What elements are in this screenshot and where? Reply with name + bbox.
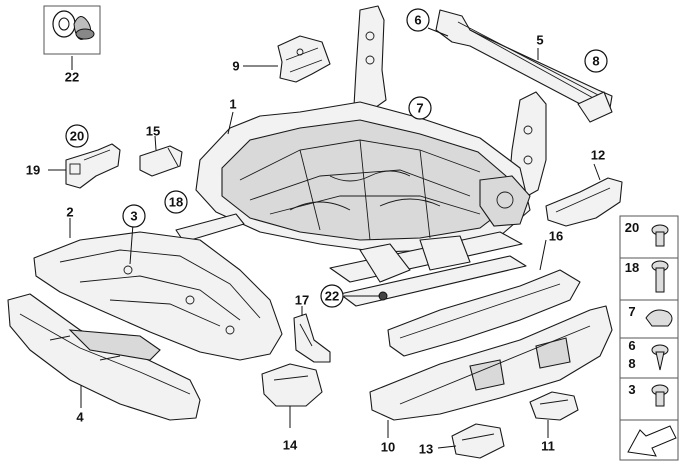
part-9-bracket (277, 35, 331, 83)
screw-icon (651, 344, 669, 371)
part-16-side-trim (387, 269, 581, 357)
part-19-bracket (65, 143, 121, 189)
fastener-label-3: 3 (628, 382, 635, 397)
part-12-trim (545, 177, 623, 227)
callout-circle-c18 (164, 190, 188, 214)
callout-c18: 18 (169, 195, 183, 210)
part-13-knob (451, 423, 505, 459)
callout-c1: 1 (229, 97, 236, 112)
part-1-seat-frame (175, 5, 547, 307)
callout-circle-c20 (65, 124, 89, 148)
callout-c11: 11 (541, 439, 555, 454)
callout-c10: 10 (381, 440, 395, 455)
callout-circle-c7 (408, 96, 432, 120)
part-5-cross-tube (435, 9, 613, 123)
clip-icon (645, 309, 673, 327)
callout-circle-c6 (406, 8, 430, 32)
callout-circle-c22-mid (320, 284, 344, 308)
part-17-clip (293, 313, 331, 363)
fastener-panel: 20 18 7 6 8 3 (619, 215, 679, 461)
part-15-cap (139, 145, 183, 177)
part-11-knob (529, 391, 579, 421)
callout-c17: 17 (295, 293, 309, 308)
fastener-label-6: 6 (628, 338, 635, 353)
fastener-label-18: 18 (625, 260, 639, 275)
callout-c2: 2 (66, 205, 73, 220)
callout-c8: 8 (592, 54, 599, 69)
callout-c6: 6 (414, 13, 421, 28)
callout-c7: 7 (416, 101, 423, 116)
fastener-label-7: 7 (628, 304, 635, 319)
short-bolt-icon (651, 384, 669, 407)
callout-circle-c3 (122, 204, 146, 228)
callout-c22-mid: 22 (325, 289, 339, 304)
fastener-label-8: 8 (628, 356, 635, 371)
part-4-front-trim (7, 293, 201, 421)
callout-c16: 16 (549, 229, 563, 244)
callout-circle-c8 (584, 49, 608, 73)
callout-c14: 14 (283, 438, 298, 453)
fastener-panel-labels: 20 18 7 6 8 3 (625, 220, 639, 397)
long-bolt-icon (651, 260, 669, 293)
leader-lines (48, 27, 601, 449)
callout-c15: 15 (146, 124, 160, 139)
callout-c20: 20 (70, 129, 84, 144)
callout-c12: 12 (591, 148, 605, 163)
callout-c22-top: 22 (65, 70, 79, 85)
part-14-cover (261, 363, 323, 407)
part-10-outer-trim (369, 305, 613, 421)
part-2-seat-pan (33, 231, 283, 361)
callout-c13: 13 (419, 442, 433, 457)
part-22-grommet (43, 5, 101, 55)
arrow-icon (627, 425, 677, 457)
callout-c9: 9 (232, 59, 239, 74)
callout-c3: 3 (130, 209, 137, 224)
fastener-label-20: 20 (625, 220, 639, 235)
callout-c19: 19 (26, 163, 40, 178)
callout-c5: 5 (536, 33, 543, 48)
callout-c4: 4 (76, 410, 84, 425)
torx-bolt-icon (651, 224, 669, 247)
